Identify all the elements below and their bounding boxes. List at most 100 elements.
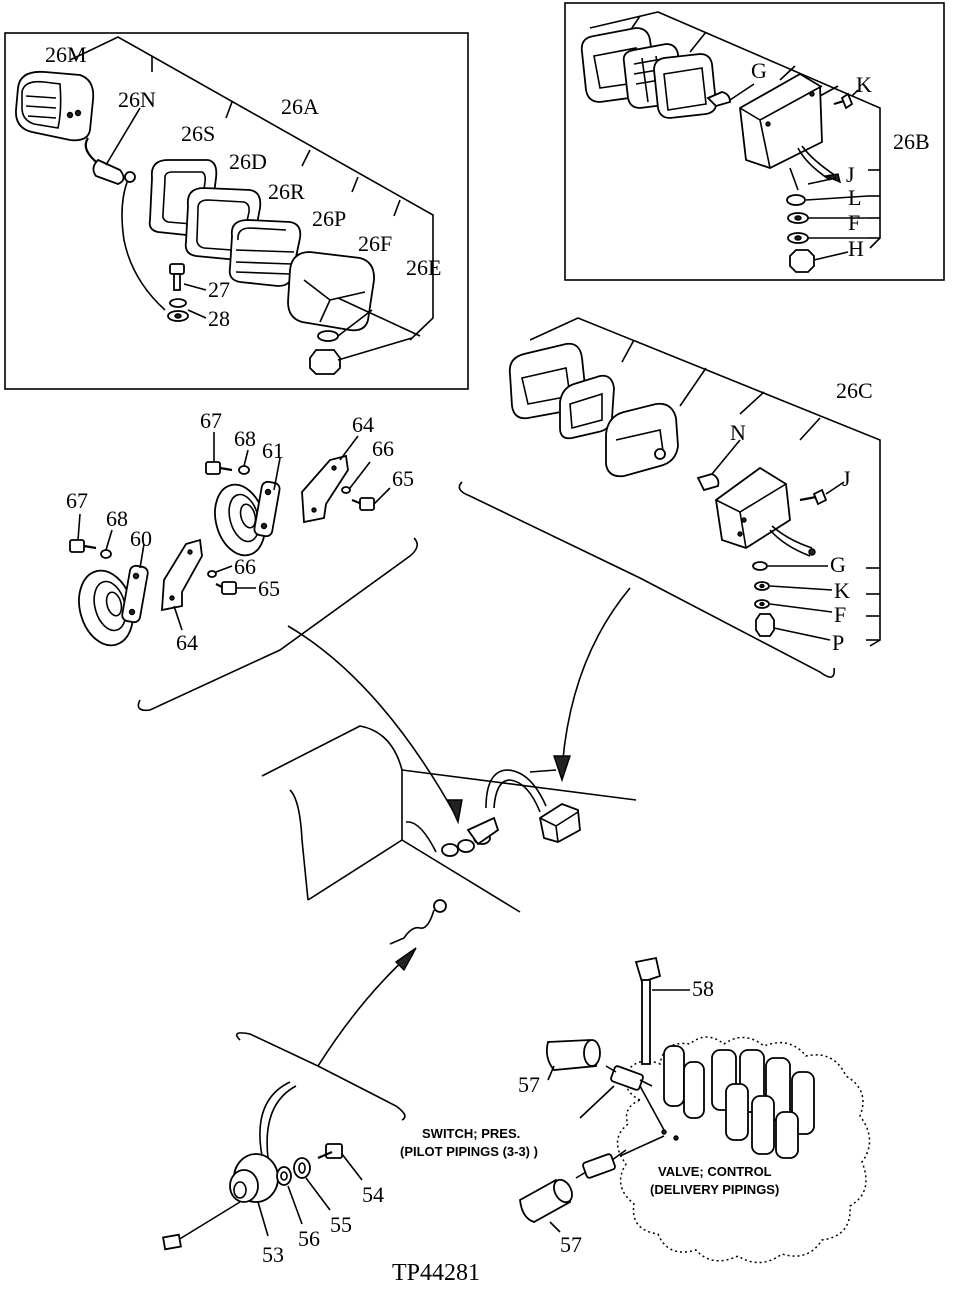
label-l-26b: L [848, 185, 861, 210]
label-64-lower: 64 [176, 630, 198, 655]
label-68-lower: 68 [106, 506, 128, 531]
work-light-26c-group: 26C N J G K F P [458, 317, 881, 678]
label-k-26c: K [834, 578, 850, 603]
lamp-housing-26b [739, 72, 842, 184]
seal-26b [653, 53, 717, 119]
reference-number: TP44281 [392, 1260, 480, 1286]
washer-55 [293, 1157, 331, 1211]
mounted-horns [441, 816, 500, 857]
washer-28 [167, 298, 207, 322]
bracket-64-lower [161, 538, 203, 631]
wire-harness-26n [84, 107, 166, 311]
label-66-lower: 66 [234, 554, 256, 579]
buzzer-53 [162, 1081, 297, 1251]
label-60: 60 [130, 526, 152, 551]
label-68-upper: 68 [234, 426, 256, 451]
pressure-switch-group: 58 57 57 SWITCH; PRES. (PILOT PIPINGS (3… [400, 956, 871, 1264]
mounted-light [538, 802, 581, 843]
label-57-lower: 57 [560, 1232, 582, 1257]
bolt-54 [317, 1143, 363, 1181]
bracket-26c [458, 481, 836, 678]
caption-switch-line1: SWITCH; PRES. [422, 1126, 520, 1141]
hardware-stack-26c [752, 561, 833, 641]
bracket-buzzer [235, 1032, 406, 1121]
sleeve-57-lower [519, 1178, 573, 1233]
control-valve-outline [616, 1036, 871, 1264]
label-j-26c: J [842, 466, 851, 491]
label-n-26c: N [730, 420, 746, 445]
bolt-67-lower [69, 513, 97, 553]
label-j-26b: J [846, 162, 855, 187]
bolt-27 [169, 263, 207, 291]
label-f-26b: F [848, 210, 860, 235]
screw-k [833, 89, 859, 110]
bracket-64-upper [301, 435, 359, 524]
leader-bracket-26a [69, 36, 434, 341]
label-53: 53 [262, 1242, 284, 1267]
lamp-housing-26m [15, 70, 95, 142]
panel-frame-26a [4, 32, 469, 390]
label-26s: 26S [181, 121, 215, 146]
leader-ticks-26a [151, 56, 401, 217]
label-26c: 26C [836, 378, 873, 403]
lamp-body-26c [605, 402, 679, 478]
pointer-arrows [287, 587, 631, 1067]
label-26p: 26P [312, 206, 346, 231]
bolt-65-upper [351, 487, 391, 511]
lamp-body-26p [287, 251, 421, 337]
screw-j-26c [799, 481, 845, 506]
hardware-stack-26b [786, 167, 869, 273]
label-57-upper: 57 [518, 1072, 540, 1097]
label-26m: 26M [45, 42, 87, 67]
label-g-26c: G [830, 552, 846, 577]
label-65-upper: 65 [392, 466, 414, 491]
horn-61 [214, 457, 281, 557]
horn-group: 67 68 61 64 66 65 67 68 60 66 65 64 [66, 408, 418, 712]
bulb-g [706, 83, 755, 108]
caption-valve-line2: (DELIVERY PIPINGS) [650, 1182, 779, 1197]
nut-26e [309, 349, 341, 375]
leader-bracket-26b [589, 11, 881, 249]
label-26b: 26B [893, 129, 930, 154]
label-f-26c: F [834, 602, 846, 627]
label-56: 56 [298, 1226, 320, 1251]
label-26f: 26F [358, 231, 392, 256]
lamp-housing-26c [715, 466, 816, 557]
machine-body [261, 725, 637, 945]
work-light-26a-panel: 26M 26N 26S 26A 26D 26R 26P 26F 26E 27 2… [4, 32, 469, 390]
pressure-switch-lower [575, 1085, 665, 1179]
caption-switch-line2: (PILOT PIPINGS (3-3) ) [400, 1144, 538, 1159]
label-54: 54 [362, 1182, 384, 1207]
label-26r: 26R [268, 179, 305, 204]
valve-spools [661, 1045, 815, 1159]
label-26n: 26N [118, 87, 156, 112]
label-61: 61 [262, 438, 284, 463]
label-65-lower: 65 [258, 576, 280, 601]
washer-26f [317, 330, 339, 342]
leader-bracket-26c [529, 317, 881, 647]
horn-60 [78, 543, 149, 647]
label-26d: 26D [229, 149, 267, 174]
label-67-upper: 67 [200, 408, 222, 433]
washer-68-lower [100, 529, 113, 559]
mounted-buzzer [389, 899, 447, 945]
work-light-26b-panel: G K 26B J L F H [564, 2, 945, 281]
label-64-upper: 64 [352, 412, 374, 437]
buzzer-group: 54 55 56 53 [162, 1032, 406, 1267]
washer-66-upper [341, 461, 371, 494]
sleeve-57-upper [545, 1039, 601, 1081]
washer-66-lower [207, 565, 233, 578]
pressure-switch-upper [579, 1065, 653, 1119]
cable-tie-58 [634, 956, 690, 1065]
label-g-26b: G [751, 58, 767, 83]
leader-ticks-26c [621, 339, 880, 641]
label-55: 55 [330, 1212, 352, 1237]
washer-56 [276, 1166, 303, 1225]
bolt-65-lower [215, 581, 256, 595]
label-h-26b: H [848, 236, 864, 261]
bolt-67-upper [205, 432, 233, 475]
panel-frame-26b [564, 2, 945, 281]
bulb-n [696, 439, 741, 492]
label-26e: 26E [406, 255, 441, 280]
